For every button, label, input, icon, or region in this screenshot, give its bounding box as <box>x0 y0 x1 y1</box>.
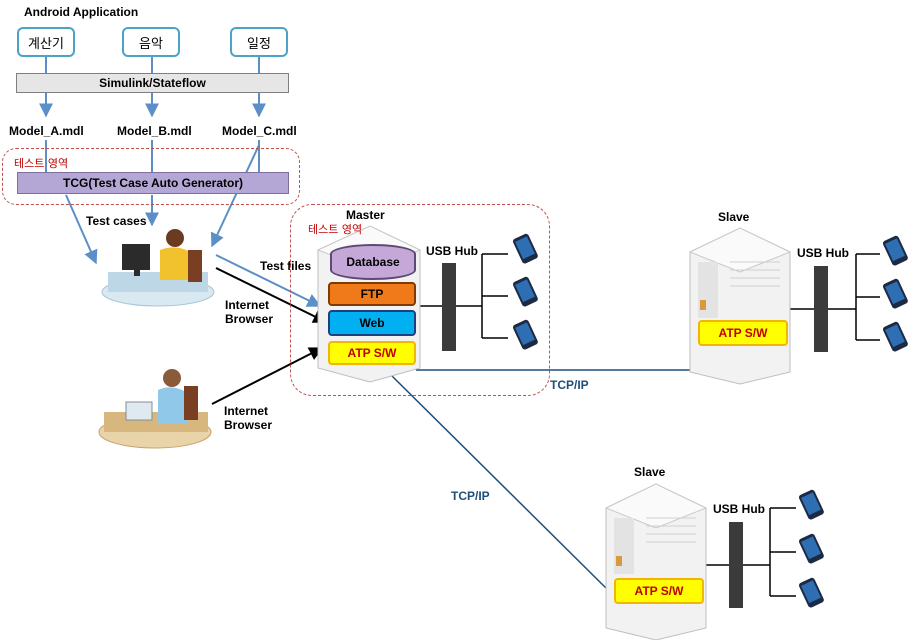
simulink-label: Simulink/Stateflow <box>99 76 206 90</box>
tcp-ip-label: TCP/IP <box>550 378 589 392</box>
phone-icon <box>882 235 908 266</box>
master-atp-layer: ATP S/W <box>328 341 416 365</box>
phone-icon <box>512 233 538 264</box>
atp-label: ATP S/W <box>347 346 397 360</box>
test-area-label: 테스트 영역 <box>14 157 69 170</box>
arrow-browser-2 <box>211 347 324 405</box>
master-hub-bar <box>442 263 456 351</box>
user-desk-icon <box>101 229 215 307</box>
slave2-atp-layer: ATP S/W <box>614 578 704 604</box>
tcp-ip-label: TCP/IP <box>451 489 490 503</box>
slave1-atp-layer: ATP S/W <box>698 320 788 346</box>
app-label: 일정 <box>247 36 271 52</box>
app-label: 음악 <box>139 36 163 52</box>
web-layer: Web <box>328 310 416 336</box>
database-layer: Database <box>330 244 416 280</box>
arrow-test-files <box>215 254 322 307</box>
slave2-server-icon <box>604 483 708 640</box>
slave1-usb-hub-label: USB Hub <box>797 246 849 260</box>
phone-icon <box>512 276 538 307</box>
app-box-schedule: 일정 <box>230 27 288 57</box>
web-label: Web <box>359 316 385 330</box>
arrow-browser-1 <box>215 267 328 323</box>
model-label: Model_B.mdl <box>117 124 192 138</box>
slave2-title: Slave <box>634 465 666 479</box>
slave1-server-icon <box>688 227 792 385</box>
test-cases-label: Test cases <box>86 214 147 228</box>
atp-label: ATP S/W <box>634 584 684 598</box>
user-desk-icon <box>98 369 212 449</box>
slave2-usb-hub-label: USB Hub <box>713 502 765 516</box>
model-label: Model_A.mdl <box>9 124 84 138</box>
tcg-label: TCG(Test Case Auto Generator) <box>62 176 244 190</box>
ftp-layer: FTP <box>328 282 416 306</box>
simulink-bar: Simulink/Stateflow <box>16 73 289 93</box>
slave1-title: Slave <box>718 210 750 224</box>
ftp-label: FTP <box>360 287 384 301</box>
app-box-calculator: 계산기 <box>17 27 75 57</box>
arrow-tcg-user-right <box>210 144 260 248</box>
tcg-bar: TCG(Test Case Auto Generator) <box>17 172 289 194</box>
diagram-title: Android Application <box>24 5 139 19</box>
slave2-hub-bar <box>729 522 743 608</box>
master-usb-hub-label: USB Hub <box>426 244 478 258</box>
database-label: Database <box>346 255 400 269</box>
phone-icon <box>798 577 824 608</box>
master-title: Master <box>346 208 385 222</box>
test-files-label: Test files <box>260 259 312 273</box>
phone-icon <box>798 489 824 520</box>
phone-icon <box>882 278 908 309</box>
master-test-area-label: 테스트 영역 <box>308 223 363 236</box>
atp-label: ATP S/W <box>718 326 768 340</box>
phone-icon <box>798 533 824 564</box>
arrow-tcg-user-left <box>65 194 98 265</box>
phone-icon <box>882 321 908 352</box>
app-box-music: 음악 <box>122 27 180 57</box>
test-area-zone <box>2 148 300 205</box>
phone-icon <box>512 319 538 350</box>
slave1-hub-bar <box>814 266 828 352</box>
link-master-slave2 <box>391 375 611 593</box>
master-test-area-zone <box>290 204 550 396</box>
model-label: Model_C.mdl <box>222 124 297 138</box>
app-label: 계산기 <box>28 36 64 52</box>
